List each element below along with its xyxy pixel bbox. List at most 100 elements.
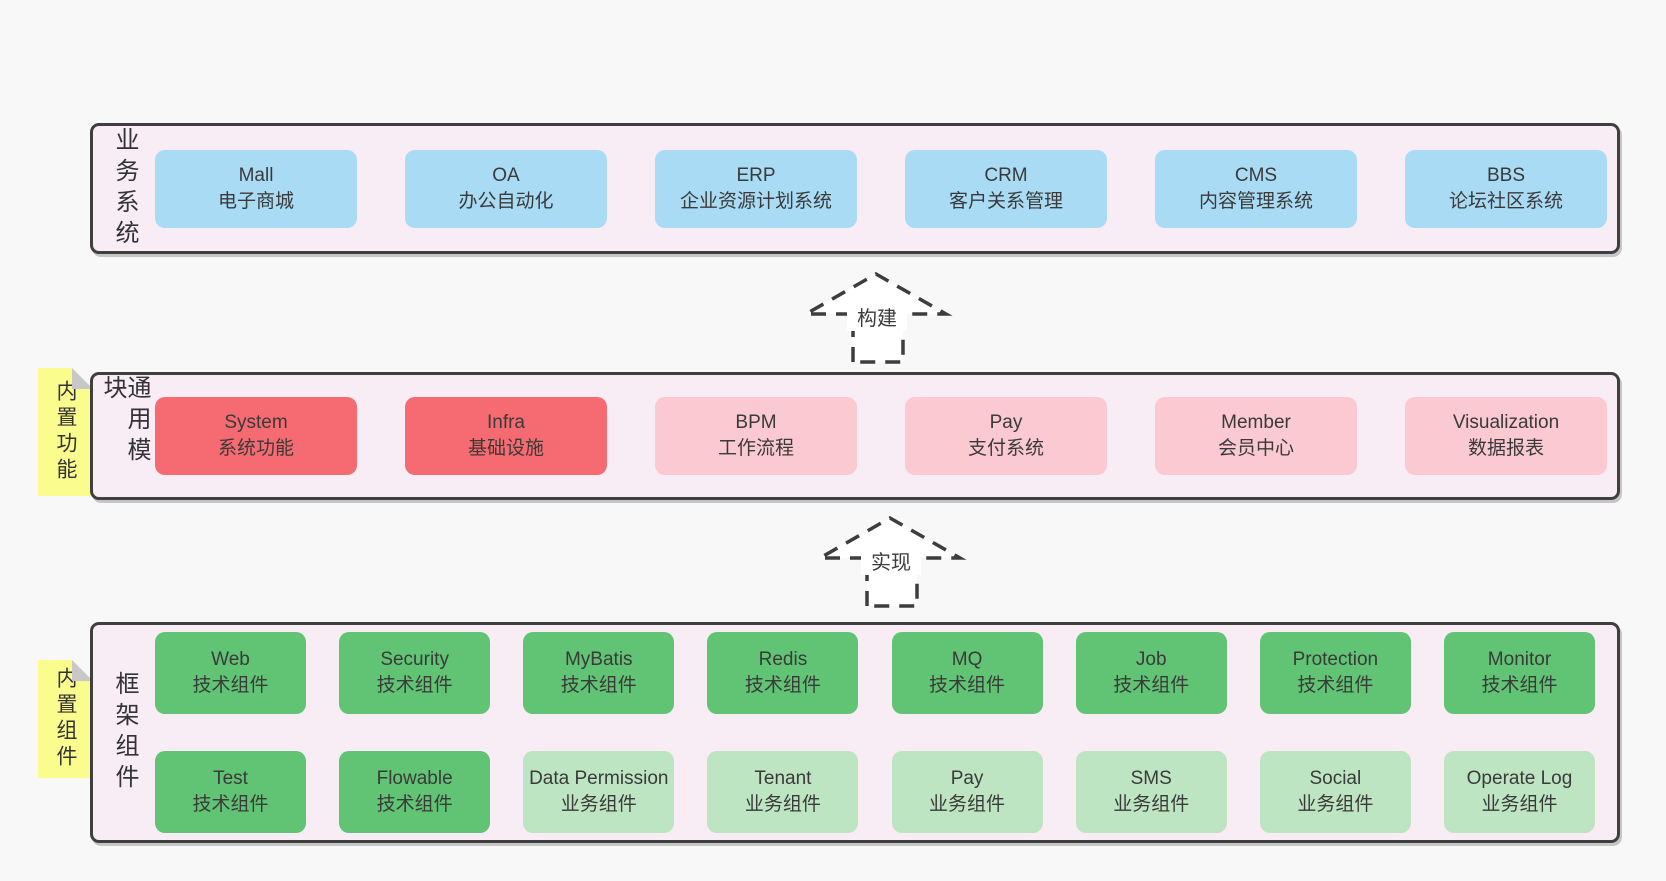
box-mybatis: MyBatis 技术组件 bbox=[523, 632, 675, 715]
box-title: Redis bbox=[758, 649, 808, 671]
box-title: Social bbox=[1309, 767, 1362, 789]
box-title: BPM bbox=[735, 412, 777, 433]
arrow-up-build: 构建 bbox=[799, 271, 953, 364]
box-title: Member bbox=[1221, 412, 1291, 433]
box-title: Data Permission bbox=[529, 767, 669, 789]
box-title: MQ bbox=[951, 649, 983, 671]
box-title: CMS bbox=[1234, 164, 1278, 186]
box-subtitle: 技术组件 bbox=[376, 675, 453, 697]
box-tenant: Tenant 业务组件 bbox=[707, 750, 859, 833]
box-title: Visualization bbox=[1452, 412, 1560, 433]
arrow-label: 实现 bbox=[871, 551, 911, 574]
modules-box-row: System 系统功能 Infra 基础设施 BPM 工作流程 Pay 支付系统… bbox=[155, 375, 1617, 497]
sticky-note-label: 内置组件 bbox=[54, 667, 77, 771]
box-subtitle: 支付系统 bbox=[967, 438, 1044, 459]
box-title: Monitor bbox=[1487, 649, 1552, 671]
box-test: Test 技术组件 bbox=[155, 750, 306, 833]
box-job: Job 技术组件 bbox=[1075, 632, 1227, 715]
box-title: Job bbox=[1135, 649, 1167, 671]
box-subtitle: 会员中心 bbox=[1217, 438, 1294, 459]
box-subtitle: 论坛社区系统 bbox=[1448, 190, 1563, 212]
box-title: Protection bbox=[1292, 649, 1379, 671]
box-title: System bbox=[224, 412, 288, 433]
box-monitor: Monitor 技术组件 bbox=[1443, 632, 1595, 715]
box-subtitle: 企业资源计划系统 bbox=[679, 190, 832, 212]
panel-label-common-modules: 通用模块 bbox=[93, 375, 155, 497]
box-subtitle: 业务组件 bbox=[1297, 793, 1374, 815]
box-security: Security 技术组件 bbox=[339, 632, 491, 715]
panel-label-framework-components: 框架组件 bbox=[93, 625, 155, 840]
box-subtitle: 办公自动化 bbox=[458, 190, 554, 212]
sticky-note-builtin-features: 内置功能 bbox=[38, 368, 93, 496]
box-protection: Protection 技术组件 bbox=[1259, 632, 1411, 715]
box-cms: CMS 内容管理系统 bbox=[1155, 149, 1357, 228]
box-sms: SMS 业务组件 bbox=[1075, 750, 1227, 833]
box-subtitle: 业务组件 bbox=[560, 793, 637, 815]
box-crm: CRM 客户关系管理 bbox=[905, 149, 1107, 228]
box-title: Pay bbox=[989, 412, 1023, 433]
panel-label-business-systems: 业务系统 bbox=[93, 126, 155, 251]
box-bbs: BBS 论坛社区系统 bbox=[1405, 149, 1607, 228]
box-subtitle: 业务组件 bbox=[744, 793, 821, 815]
box-mall: Mall 电子商城 bbox=[155, 149, 357, 228]
panel-label-text: 框架组件 bbox=[111, 670, 138, 795]
panel-common-modules: 通用模块 System 系统功能 Infra 基础设施 BPM 工作流程 Pay… bbox=[90, 372, 1620, 500]
box-flowable: Flowable 技术组件 bbox=[339, 750, 491, 833]
box-subtitle: 技术组件 bbox=[1297, 675, 1374, 697]
box-infra: Infra 基础设施 bbox=[405, 397, 607, 475]
box-subtitle: 内容管理系统 bbox=[1198, 190, 1313, 212]
box-title: Operate Log bbox=[1466, 767, 1573, 789]
box-pay-component: Pay 业务组件 bbox=[891, 750, 1043, 833]
box-data-permission: Data Permission 业务组件 bbox=[523, 750, 675, 833]
box-subtitle: 业务组件 bbox=[1481, 793, 1558, 815]
box-subtitle: 数据报表 bbox=[1467, 438, 1544, 459]
box-title: MyBatis bbox=[564, 649, 633, 671]
panel-business-systems: 业务系统 Mall 电子商城 OA 办公自动化 ERP 企业资源计划系统 CRM… bbox=[90, 123, 1620, 254]
components-box-grid: Web 技术组件 Security 技术组件 MyBatis 技术组件 Redi… bbox=[155, 625, 1617, 840]
box-title: Security bbox=[380, 649, 449, 671]
arrow-up-implement: 实现 bbox=[813, 515, 967, 608]
panel-label-text: 业务系统 bbox=[111, 126, 138, 251]
box-visualization: Visualization 数据报表 bbox=[1405, 397, 1607, 475]
box-subtitle: 业务组件 bbox=[1113, 793, 1190, 815]
box-mq: MQ 技术组件 bbox=[891, 632, 1043, 715]
box-title: Tenant bbox=[754, 767, 812, 789]
components-row-2: Test 技术组件 Flowable 技术组件 Data Permission … bbox=[155, 744, 1595, 841]
sticky-note-builtin-components: 内置组件 bbox=[38, 660, 93, 778]
box-title: Infra bbox=[486, 412, 526, 433]
box-system: System 系统功能 bbox=[155, 397, 357, 475]
box-social: Social 业务组件 bbox=[1259, 750, 1411, 833]
panel-label-text: 通用模块 bbox=[99, 375, 150, 468]
box-title: Pay bbox=[950, 767, 984, 789]
box-title: SMS bbox=[1130, 767, 1172, 789]
box-subtitle: 技术组件 bbox=[560, 675, 637, 697]
box-title: CRM bbox=[984, 164, 1028, 186]
box-title: Mall bbox=[238, 164, 274, 186]
box-subtitle: 技术组件 bbox=[192, 793, 269, 815]
box-title: OA bbox=[492, 164, 520, 186]
box-title: Test bbox=[213, 767, 248, 789]
arrow-label-background bbox=[847, 304, 907, 331]
box-title: BBS bbox=[1486, 164, 1526, 186]
box-subtitle: 电子商城 bbox=[217, 190, 294, 212]
box-subtitle: 客户关系管理 bbox=[948, 190, 1063, 212]
box-title: Web bbox=[211, 649, 250, 671]
box-bpm: BPM 工作流程 bbox=[655, 397, 857, 475]
box-web: Web 技术组件 bbox=[155, 632, 306, 715]
box-subtitle: 技术组件 bbox=[1113, 675, 1190, 697]
box-subtitle: 业务组件 bbox=[929, 793, 1006, 815]
box-pay-system: Pay 支付系统 bbox=[905, 397, 1107, 475]
box-title: Flowable bbox=[376, 767, 453, 789]
box-subtitle: 基础设施 bbox=[467, 438, 544, 459]
box-redis: Redis 技术组件 bbox=[707, 632, 859, 715]
box-subtitle: 技术组件 bbox=[1481, 675, 1558, 697]
box-title: ERP bbox=[736, 164, 776, 186]
box-subtitle: 系统功能 bbox=[217, 438, 294, 459]
box-erp: ERP 企业资源计划系统 bbox=[655, 149, 857, 228]
box-oa: OA 办公自动化 bbox=[405, 149, 607, 228]
box-member: Member 会员中心 bbox=[1155, 397, 1357, 475]
box-subtitle: 工作流程 bbox=[717, 438, 794, 459]
arrow-label-background bbox=[861, 548, 921, 575]
box-subtitle: 技术组件 bbox=[929, 675, 1006, 697]
